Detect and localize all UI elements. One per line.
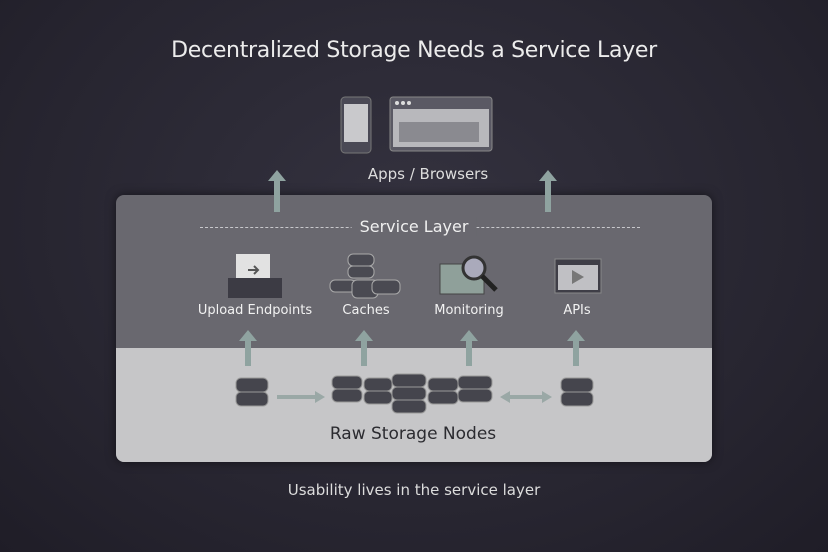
storage-node-icon	[560, 377, 594, 407]
magnifier-chart-icon	[439, 255, 498, 295]
component-label: Caches	[342, 303, 390, 318]
diagram-title: Decentralized Storage Needs a Service La…	[171, 38, 657, 63]
play-window-icon	[554, 258, 602, 294]
arrow-up-icon	[539, 170, 557, 212]
component-label: Monitoring	[434, 303, 504, 318]
browser-window-icon	[389, 96, 493, 152]
phone-icon	[340, 96, 372, 154]
arrow-up-icon	[268, 170, 286, 212]
arrow-right-icon	[277, 391, 325, 403]
arrow-bidirectional-icon	[500, 391, 552, 403]
footer-caption: Usability lives in the service layer	[287, 481, 541, 499]
storage-cluster-icon	[331, 373, 493, 414]
upload-tray-icon	[228, 254, 282, 298]
apps-browsers-label: Apps / Browsers	[367, 165, 489, 183]
arrow-up-icon	[239, 330, 257, 366]
storage-node-icon	[235, 377, 269, 407]
service-layer-title: Service Layer	[351, 217, 477, 236]
raw-storage-label: Raw Storage Nodes	[329, 424, 497, 444]
arrow-up-icon	[567, 330, 585, 366]
component-label: APIs	[563, 303, 591, 318]
arrow-up-icon	[355, 330, 373, 366]
component-label: Upload Endpoints	[197, 303, 313, 318]
database-stack-icon	[329, 253, 401, 299]
arrow-up-icon	[460, 330, 478, 366]
